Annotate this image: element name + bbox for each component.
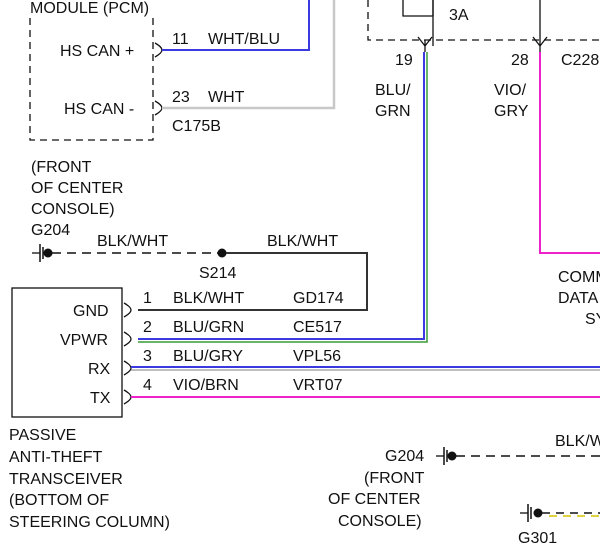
g301-id: G301 [518, 530, 557, 545]
pin-19-number: 19 [395, 52, 413, 69]
pats-caption-line2: ANTI-THEFT [9, 449, 103, 466]
pats-pin-2-number: 2 [143, 319, 152, 336]
g204-lower-location-line3: CONSOLE) [338, 513, 422, 530]
pats-caption-line3: TRANSCEIVER [9, 471, 123, 488]
ground-wire-color-left: BLK/WHT [97, 233, 168, 250]
pats-pin-rx-label: RX [88, 361, 111, 378]
g204-location-line2: OF CENTER [31, 180, 123, 197]
pats-pin-3-number: 3 [143, 348, 152, 365]
pcm-pin-11-connector-icon [154, 42, 163, 58]
pats-pin-2-circuit: CE517 [293, 319, 342, 336]
wire-blu-grn-green [138, 52, 428, 343]
pcm-pin-23-wire-color: WHT [208, 89, 245, 106]
pcm-pin-hs-can-plus-label: HS CAN + [60, 43, 134, 60]
splice-s214-icon [217, 248, 227, 258]
g204-upper-id: G204 [31, 222, 70, 239]
connector-c228-label: C228 [561, 52, 599, 69]
wire-blk-wht [138, 252, 368, 311]
wire-wht-blu [162, 0, 310, 51]
pats-pin-3-connector-icon [123, 360, 132, 376]
splice-s214-label: S214 [199, 265, 236, 282]
pcm-pin-11-number: 11 [172, 31, 189, 48]
g204-lower-id: G204 [385, 448, 424, 465]
pin-19-wire-color-line2: GRN [375, 103, 411, 120]
pats-pin-2-wire-color: BLU/GRN [173, 319, 244, 336]
ground-icon [520, 504, 543, 522]
pats-caption-line1: PASSIVE [9, 427, 76, 444]
g204-location-line1: (FRONT [31, 159, 92, 176]
g204-location-line3: CONSOLE) [31, 201, 115, 218]
pcm-pin-hs-can-minus-label: HS CAN - [64, 101, 134, 118]
comm-label-line2: DATA [558, 290, 599, 307]
ground-icon [436, 447, 457, 465]
pats-pin-2-connector-icon [123, 331, 132, 347]
pin-28-number: 28 [511, 52, 529, 69]
wire-vio-gry [539, 52, 600, 254]
pats-pin-vpwr-label: VPWR [60, 332, 108, 349]
g204-lower-location-line1: (FRONT [364, 470, 425, 487]
pcm-pin-23-number: 23 [172, 89, 190, 106]
pats-pin-3-wire-color: BLU/GRY [173, 348, 243, 365]
wire-wht [162, 0, 336, 110]
pats-pin-4-wire-color: VIO/BRN [173, 377, 239, 394]
pin-19-wire-color-line1: BLU/ [375, 82, 411, 99]
pats-pin-tx-label: TX [90, 390, 111, 407]
pats-pin-gnd-label: GND [73, 303, 109, 320]
fuse-bracket [402, 0, 433, 17]
pcm-pin-11-wire-color: WHT/BLU [208, 31, 280, 48]
pats-pin-4-connector-icon [123, 389, 132, 405]
connector-c175b-label: C175B [172, 118, 221, 135]
pats-pin-3-circuit: VPL56 [293, 348, 341, 365]
pats-pin-1-wire-color: BLK/WHT [173, 290, 244, 307]
comm-label-line1: COMM [558, 269, 600, 286]
fuse-3a-label: 3A [449, 7, 469, 24]
pcm-pin-23-connector-icon [154, 100, 163, 116]
pats-pin-1-number: 1 [143, 290, 152, 307]
pats-pin-4-circuit: VRT07 [293, 377, 343, 394]
ground-wire-color-right: BLK/WHT [267, 233, 338, 250]
g204-lower-wire-color: BLK/W [555, 433, 600, 450]
pin-19-connector-icon [417, 36, 433, 52]
pcm-title: MODULE (PCM) [30, 0, 149, 17]
pats-pin-1-circuit: GD174 [293, 290, 344, 307]
pin-28-wire-color-line1: VIO/ [494, 82, 527, 99]
pats-caption-line4: (BOTTOM OF [9, 492, 109, 509]
comm-label-line3: SY [585, 311, 600, 328]
pats-caption-line5: STEERING COLUMN) [9, 514, 170, 531]
pin-28-wire-color-line2: GRY [494, 103, 529, 120]
pcm-module-box [29, 18, 154, 141]
pats-pin-4-number: 4 [143, 377, 152, 394]
pats-pin-1-connector-icon [123, 302, 132, 318]
ground-icon [32, 244, 53, 262]
upper-module-box [367, 0, 600, 41]
g204-lower-location-line2: OF CENTER [328, 491, 420, 508]
pats-module-box [11, 287, 123, 418]
pin-28-connector-icon [532, 0, 548, 52]
wire-blu-grn-blue [138, 52, 425, 340]
